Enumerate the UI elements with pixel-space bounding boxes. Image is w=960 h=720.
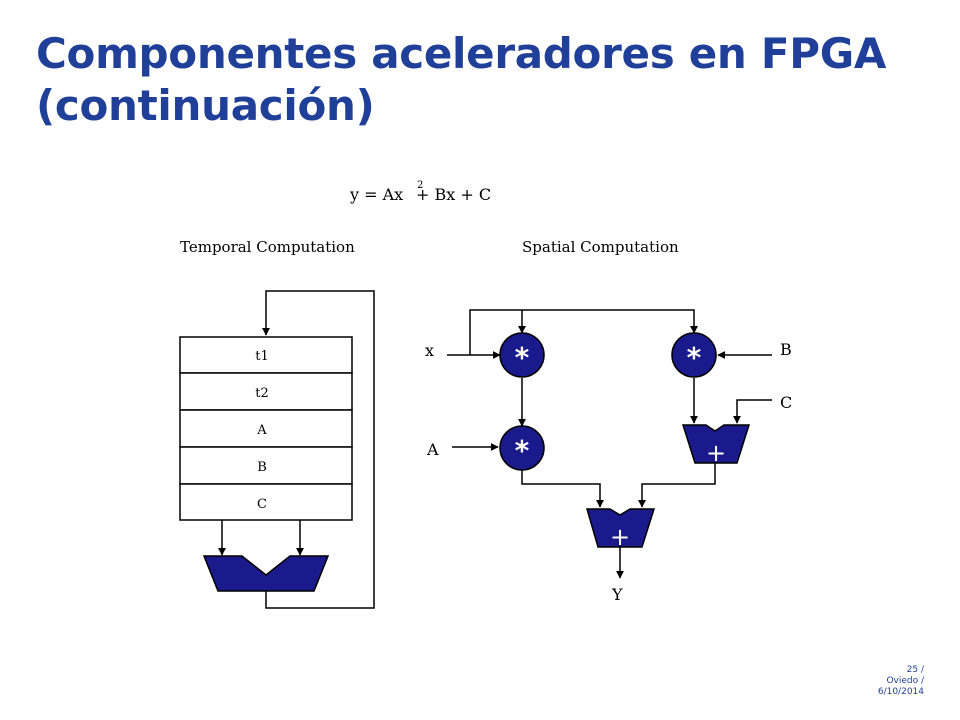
- adder-final: [586, 508, 656, 548]
- register-t1: [179, 336, 353, 374]
- register-a: [179, 409, 353, 448]
- register-label: A: [256, 423, 267, 438]
- adder-1: [681, 424, 751, 464]
- register-label: C: [257, 497, 267, 512]
- x-broadcast-wire: [469, 309, 698, 355]
- multiplier-2: [671, 332, 717, 378]
- footer-date: 6/10/2014: [877, 687, 924, 697]
- input-b-label: B: [780, 340, 792, 359]
- multiplier-1: [499, 332, 545, 378]
- temporal-alu: [202, 555, 330, 592]
- title-line-2: (continuación): [36, 81, 375, 130]
- slide-footer: 25 / Oviedo / 6/10/2014: [878, 665, 924, 698]
- register-c: [179, 483, 353, 521]
- input-a-label: A: [426, 440, 439, 459]
- multiply-symbol: *: [515, 434, 530, 467]
- add-symbol: +: [706, 439, 726, 467]
- spatial-heading: Spatial Computation: [522, 238, 679, 256]
- register-label: t2: [255, 386, 269, 401]
- equation: y = Ax 2 + Bx + C: [349, 180, 491, 204]
- multiply-symbol: *: [515, 341, 530, 374]
- temporal-heading: Temporal Computation: [180, 238, 355, 256]
- equation-exponent: 2: [417, 180, 423, 191]
- multiply-symbol: *: [687, 341, 702, 374]
- register-label: t1: [255, 349, 269, 364]
- mult3-to-final-adder-arrow: [521, 470, 604, 508]
- add-symbol: +: [610, 523, 630, 551]
- register-b: [179, 446, 353, 485]
- input-x-label: x: [425, 341, 434, 360]
- slide-title: Componentes aceleradores en FPGA (contin…: [36, 28, 936, 132]
- multiplier-3: [499, 425, 545, 471]
- register-stack: [179, 336, 353, 521]
- output-y-label: Y: [611, 585, 623, 604]
- c-input-arrow: [733, 399, 772, 424]
- footer-place: Oviedo /: [886, 676, 924, 686]
- register-t2: [179, 372, 353, 411]
- equation-rhs: + Bx + C: [416, 185, 491, 204]
- title-line-1: Componentes aceleradores en FPGA: [36, 29, 887, 78]
- page-number: 25 /: [906, 665, 924, 675]
- multiplier-units: [499, 332, 717, 471]
- input-c-label: C: [780, 393, 792, 412]
- register-label: B: [257, 460, 267, 475]
- feedback-loop: [262, 290, 375, 609]
- equation-lhs: y = Ax: [349, 185, 403, 204]
- adder-to-final-adder-arrow: [638, 463, 716, 508]
